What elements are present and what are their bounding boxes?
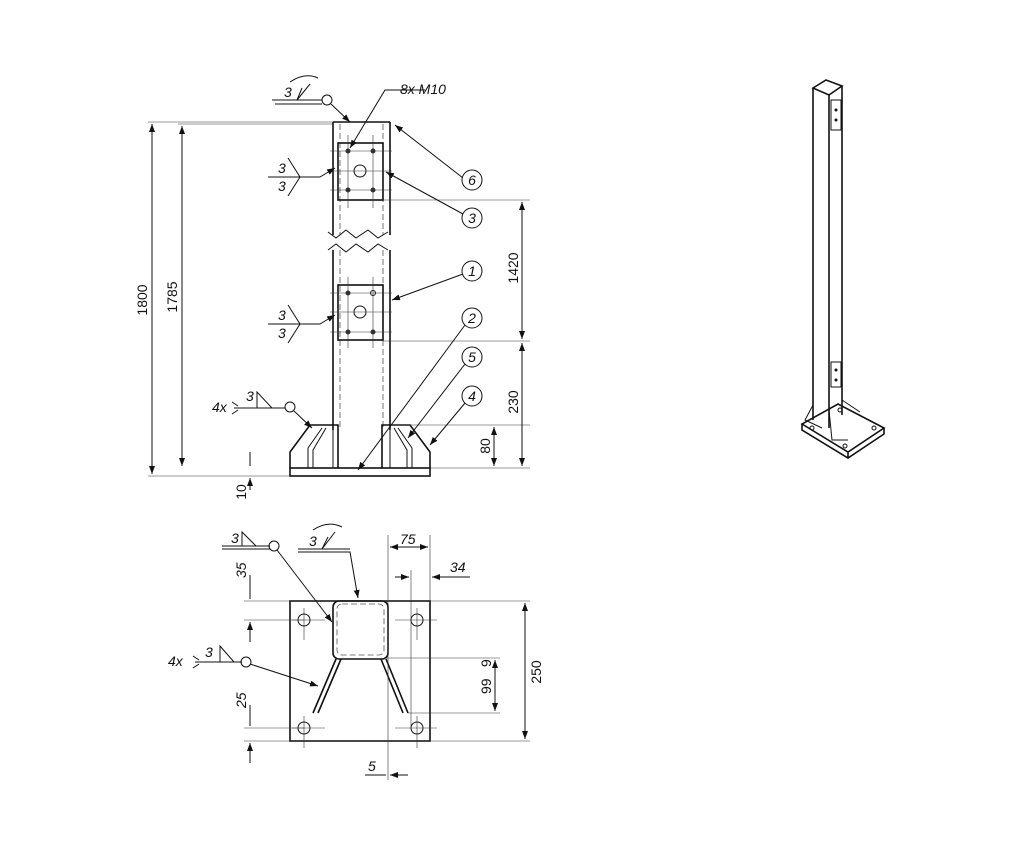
- dim-250: 250: [528, 660, 544, 684]
- weld-count-gusset: 4x: [212, 399, 228, 415]
- plan-view: 35 25 75 34 99 9 250 5 3 3 4x 3: [168, 523, 544, 780]
- part-5: 5: [468, 349, 476, 365]
- dim-5: 5: [368, 758, 376, 774]
- part-4: 4: [468, 388, 476, 404]
- weld-size-lower-a: 3: [278, 307, 286, 323]
- isometric-view: [800, 79, 886, 459]
- bolt-leader: [349, 89, 425, 149]
- mounting-plate-lower: [330, 277, 392, 348]
- base-assembly: [289, 424, 431, 477]
- dim-1785: 1785: [164, 281, 180, 312]
- dim-230: 230: [505, 390, 521, 414]
- weld-count-gusset-plan: 4x: [168, 653, 184, 669]
- post-hidden-lines: [339, 124, 384, 430]
- dim-75: 75: [400, 531, 416, 547]
- tube-hidden-line: [336, 603, 385, 656]
- part-1: 1: [468, 263, 476, 279]
- dim-99: 99: [478, 678, 494, 694]
- weld-symbols-front: 3 3 3 3 3 4x 3: [212, 75, 351, 429]
- dim-1800: 1800: [134, 284, 150, 315]
- part-bubbles: 6 3 1 2 5 4: [357, 124, 483, 471]
- part-6: 6: [468, 172, 476, 188]
- dim-9: 9: [478, 659, 494, 667]
- dim-25: 25: [233, 692, 249, 709]
- weld-size-corner: 3: [231, 530, 239, 546]
- weld-size-lower-b: 3: [278, 325, 286, 341]
- mounting-plate-upper: [330, 135, 392, 208]
- extension-lines: [148, 121, 530, 477]
- front-view: 1800 1785 1420 230 80 10 8x M10 3 3 3 3 …: [134, 75, 530, 500]
- weld-size-top: 3: [284, 84, 292, 100]
- dim-1420: 1420: [505, 252, 521, 283]
- weld-size-tube: 3: [309, 533, 317, 549]
- gussets: [312, 658, 409, 714]
- weld-size-gusset-plan: 3: [205, 644, 213, 660]
- dim-80: 80: [477, 438, 493, 454]
- weld-size-gusset: 3: [246, 388, 254, 404]
- tube-section: [332, 600, 389, 660]
- dim-35: 35: [233, 562, 249, 578]
- plan-extension-lines: [244, 535, 530, 780]
- dim-34: 34: [450, 559, 466, 575]
- weld-size-upper-b: 3: [278, 178, 286, 194]
- base-plate: [289, 600, 431, 742]
- part-3: 3: [468, 210, 476, 226]
- weld-symbols-plan: 3 3 4x 3: [168, 523, 358, 687]
- anchor-holes: [292, 608, 437, 748]
- weld-size-upper-a: 3: [278, 160, 286, 176]
- post-outline: [332, 121, 391, 430]
- break-lines: [327, 229, 389, 253]
- bolt-callout: 8x M10: [400, 81, 446, 97]
- dim-10: 10: [233, 484, 249, 500]
- part-2: 2: [467, 310, 476, 326]
